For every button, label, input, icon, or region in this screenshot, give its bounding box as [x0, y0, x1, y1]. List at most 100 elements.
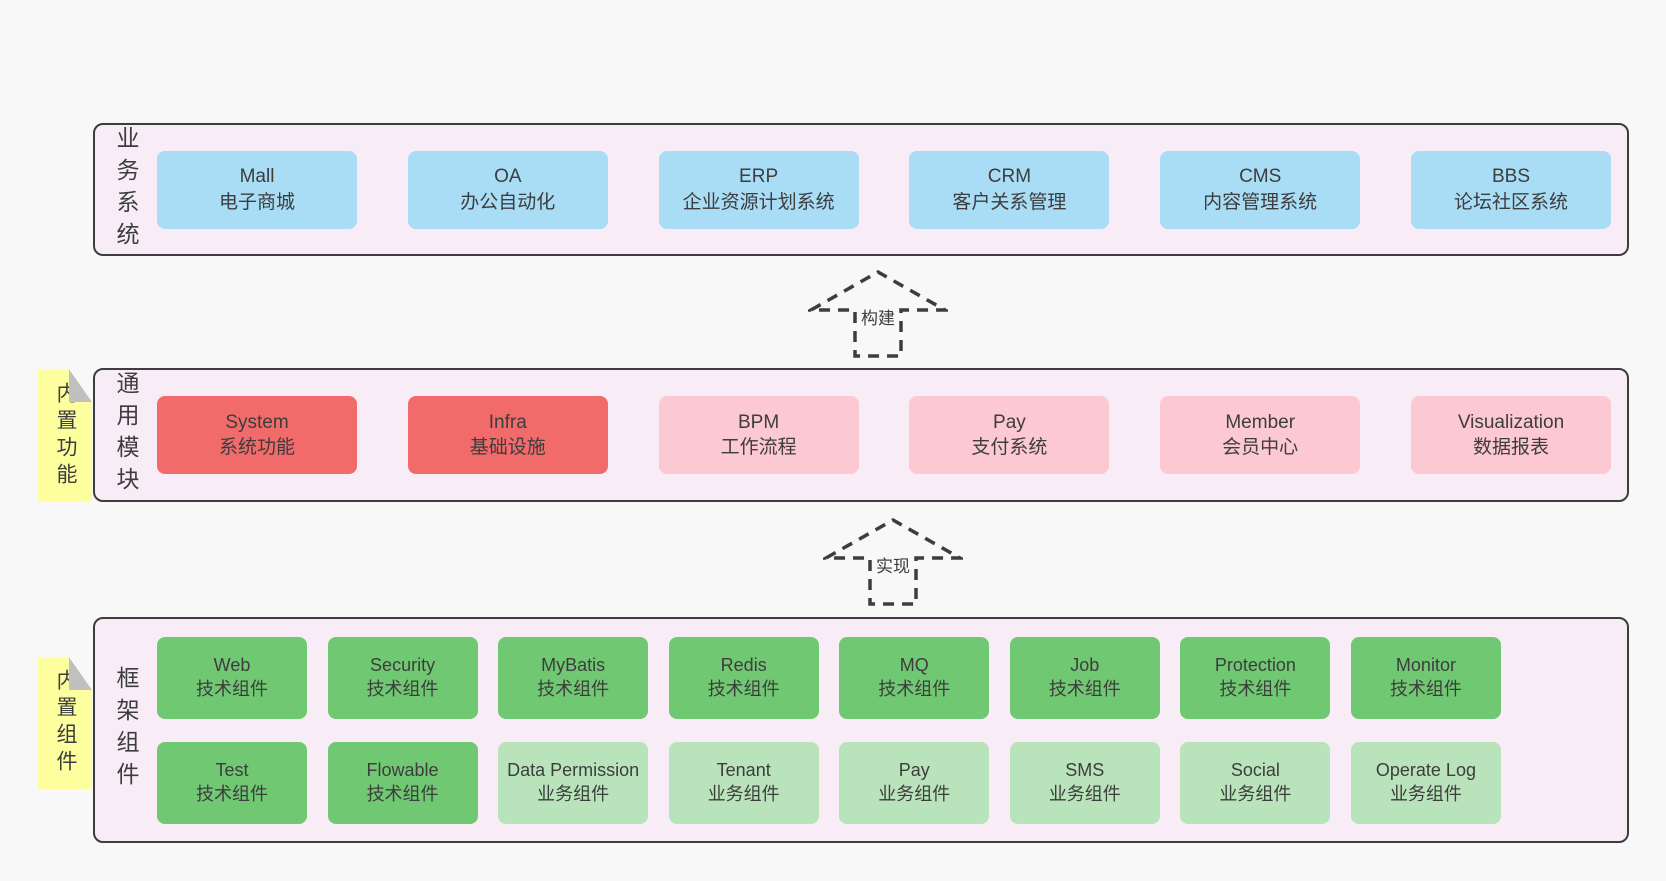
- sticky-fold-corner: [69, 657, 92, 690]
- component-title: Pay: [993, 411, 1026, 433]
- component-subtitle: 业务组件: [1389, 783, 1462, 804]
- component-box: Security 技术组件: [327, 636, 478, 719]
- component-box: CMS 内容管理系统: [1160, 150, 1361, 229]
- component-title: Member: [1225, 411, 1296, 433]
- component-title: Monitor: [1395, 655, 1456, 676]
- component-subtitle: 支付系统: [971, 437, 1048, 458]
- component-subtitle: 技术组件: [1389, 678, 1462, 699]
- component-subtitle: 业务组件: [537, 783, 610, 804]
- component-subtitle: 电子商城: [218, 191, 295, 213]
- component-subtitle: 技术组件: [1219, 678, 1292, 699]
- band-components-content: Web 技术组件 Security 技术组件 MyBatis 技术组件 Redi…: [157, 619, 1627, 841]
- box-row: Mall 电子商城 OA 办公自动化 ERP 企业资源计划系统 CRM 客户关系…: [157, 150, 1611, 229]
- component-box: MyBatis 技术组件: [498, 636, 649, 719]
- component-title: BPM: [738, 411, 780, 433]
- component-subtitle: 业务组件: [1219, 783, 1292, 804]
- component-box: Operate Log 业务组件: [1350, 741, 1501, 824]
- component-title: MyBatis: [541, 655, 606, 676]
- component-subtitle: 技术组件: [1048, 678, 1121, 699]
- component-box: Redis 技术组件: [668, 636, 819, 719]
- band-business-content: Mall 电子商城 OA 办公自动化 ERP 企业资源计划系统 CRM 客户关系…: [157, 125, 1627, 254]
- band-business-systems: 业务系统 Mall 电子商城 OA 办公自动化 ERP 企业资源计划系统 CRM…: [93, 123, 1629, 256]
- component-subtitle: 企业资源计划系统: [682, 191, 835, 213]
- component-title: Test: [215, 760, 249, 781]
- component-subtitle: 业务组件: [707, 783, 780, 804]
- component-box: MQ 技术组件: [839, 636, 990, 719]
- component-title: System: [225, 411, 289, 433]
- component-box: Member 会员中心: [1160, 396, 1361, 474]
- component-subtitle: 工作流程: [720, 437, 797, 458]
- component-title: CRM: [987, 166, 1032, 188]
- component-box: Monitor 技术组件: [1350, 636, 1501, 719]
- box-row: Test 技术组件 Flowable 技术组件 Data Permission …: [157, 741, 1501, 824]
- component-subtitle: 技术组件: [196, 783, 268, 804]
- component-box: Pay 业务组件: [839, 741, 990, 824]
- arrow-outline: [823, 517, 963, 606]
- component-subtitle: 基础设施: [469, 437, 546, 458]
- component-subtitle: 办公自动化: [460, 191, 556, 213]
- component-subtitle: 内容管理系统: [1203, 191, 1318, 213]
- component-title: Protection: [1214, 655, 1296, 676]
- box-row: System 系统功能 Infra 基础设施 BPM 工作流程 Pay 支付系统…: [157, 396, 1611, 474]
- component-subtitle: 会员中心: [1222, 437, 1299, 458]
- component-title: BBS: [1491, 166, 1530, 188]
- component-title: Operate Log: [1375, 760, 1476, 781]
- component-box: Visualization 数据报表: [1410, 396, 1611, 474]
- component-box: Mall 电子商城: [157, 150, 357, 229]
- component-title: MQ: [899, 655, 929, 676]
- component-title: CMS: [1239, 166, 1282, 188]
- component-subtitle: 技术组件: [196, 678, 268, 699]
- sticky-note-label: 内置功能: [54, 381, 77, 490]
- component-title: OA: [494, 166, 522, 188]
- component-title: Pay: [898, 760, 930, 781]
- component-title: Redis: [720, 655, 767, 676]
- component-title: Social: [1230, 760, 1280, 781]
- component-subtitle: 系统功能: [218, 437, 295, 458]
- component-box: BPM 工作流程: [658, 396, 859, 474]
- component-title: Job: [1070, 655, 1100, 676]
- component-title: Mall: [239, 166, 275, 188]
- component-box: Web 技术组件: [157, 636, 307, 719]
- component-subtitle: 技术组件: [366, 783, 439, 804]
- component-subtitle: 客户关系管理: [952, 191, 1067, 213]
- component-box: Data Permission 业务组件: [498, 741, 649, 824]
- component-subtitle: 技术组件: [707, 678, 780, 699]
- component-title: Flowable: [366, 760, 439, 781]
- component-box: OA 办公自动化: [407, 150, 608, 229]
- component-subtitle: 技术组件: [878, 678, 951, 699]
- implement-arrow-label: 实现: [876, 557, 910, 576]
- component-title: Visualization: [1457, 411, 1565, 433]
- component-title: SMS: [1065, 760, 1105, 781]
- component-box: Pay 支付系统: [909, 396, 1110, 474]
- component-title: Tenant: [716, 760, 771, 781]
- sticky-fold-corner: [69, 369, 92, 402]
- sticky-note-label: 内置组件: [54, 669, 77, 777]
- component-subtitle: 业务组件: [878, 783, 951, 804]
- component-subtitle: 业务组件: [1048, 783, 1121, 804]
- component-box: Tenant 业务组件: [668, 741, 819, 824]
- implement-arrow: 实现: [823, 517, 963, 606]
- component-subtitle: 论坛社区系统: [1453, 191, 1568, 213]
- build-arrow-label: 构建: [861, 309, 895, 328]
- band-components-label: 框架组件: [113, 666, 139, 794]
- component-title: Web: [213, 655, 251, 676]
- sticky-note-builtin-functions: 内置功能: [38, 369, 92, 502]
- build-arrow: 构建: [808, 269, 948, 358]
- component-subtitle: 技术组件: [366, 678, 439, 699]
- component-box: Infra 基础设施: [407, 396, 608, 474]
- component-title: Security: [370, 655, 436, 676]
- component-title: ERP: [739, 166, 779, 188]
- component-subtitle: 技术组件: [537, 678, 610, 699]
- arrow-outline: [808, 269, 948, 358]
- component-box: Job 技术组件: [1009, 636, 1160, 719]
- component-box: ERP 企业资源计划系统: [658, 150, 859, 229]
- sticky-note-builtin-components: 内置组件: [38, 657, 92, 789]
- component-box: BBS 论坛社区系统: [1410, 150, 1611, 229]
- component-box: Social 业务组件: [1180, 741, 1331, 824]
- component-box: SMS 业务组件: [1009, 741, 1160, 824]
- band-common-modules: 通用模块 System 系统功能 Infra 基础设施 BPM 工作流程 Pay…: [93, 368, 1629, 502]
- component-box: Flowable 技术组件: [327, 741, 478, 824]
- component-subtitle: 数据报表: [1472, 437, 1549, 458]
- component-title: Data Permission: [507, 760, 640, 781]
